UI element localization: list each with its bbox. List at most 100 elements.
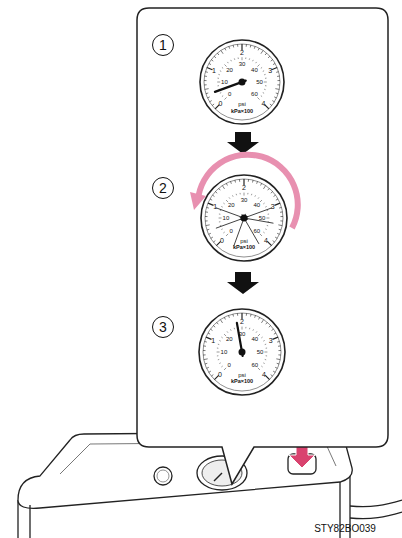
kpa-scale-number: 3 [269, 337, 273, 344]
kpa-scale-number: 4 [264, 237, 268, 244]
gauge-tick [266, 218, 269, 219]
gauge-tick [276, 199, 278, 200]
unit-label: kPa×100 [233, 246, 255, 252]
gauge-tick [221, 50, 223, 53]
gauge-tick [263, 203, 264, 205]
gauge-tick [222, 186, 224, 189]
gauge-tick [255, 62, 257, 63]
gauge-tick [265, 206, 266, 208]
gauge-tick [219, 214, 220, 215]
gauge-tick [244, 193, 245, 196]
gauge-tick [220, 320, 222, 323]
psi-scale-number: 50 [259, 215, 266, 221]
gauge-tick [214, 56, 216, 58]
gauge-tick [274, 97, 276, 98]
gauge-tick [212, 104, 214, 106]
gauge-tick [274, 333, 276, 334]
unit-label: kPa×100 [231, 109, 253, 115]
gauge-tick [223, 203, 224, 205]
gauge-tick [256, 181, 258, 183]
gauge-tick [212, 195, 214, 196]
gauge-tick [237, 313, 238, 315]
gauge-tick [226, 183, 227, 185]
kpa-scale-number: 2 [240, 317, 244, 324]
gauge-tick [203, 350, 205, 351]
gauge-tick [246, 44, 247, 46]
kpa-scale-number: 3 [268, 67, 272, 74]
psi-scale-number: 20 [226, 336, 233, 342]
compressor [18, 432, 402, 538]
gauge-tick [263, 70, 264, 72]
gauge-tick [224, 368, 226, 370]
psi-scale-number: 40 [253, 202, 260, 208]
gauge-tick [236, 194, 237, 195]
gauge-tick [210, 101, 212, 102]
gauge-tick [261, 183, 262, 185]
gauge-face [203, 313, 281, 391]
psi-scale-number: 40 [251, 67, 258, 73]
gauge-tick [206, 207, 208, 209]
psi-scale-number: 60 [251, 362, 258, 368]
gauge-tick [278, 354, 280, 355]
gauge-tick [230, 60, 232, 61]
kpa-scale-number: 0 [219, 100, 223, 107]
gauge-tick [239, 179, 240, 181]
gauge-tick [260, 234, 262, 236]
gauge-tick [261, 366, 262, 368]
gauge-tick [237, 44, 238, 46]
gauge-tick [277, 84, 279, 85]
gauge-tick [217, 53, 219, 55]
needle-swing-arc [190, 155, 298, 228]
gauge-tick [278, 345, 280, 346]
kpa-scale-number: 4 [262, 371, 266, 378]
unit-label: psi [240, 238, 248, 244]
gauge-tick [218, 344, 219, 345]
gauge-tick [234, 58, 235, 59]
gauge-tick [254, 315, 256, 317]
gauge-tick [204, 341, 206, 343]
gauge-tick [228, 315, 230, 317]
gauge-tick [280, 220, 282, 221]
kpa-scale-number: 1 [213, 203, 217, 210]
gauge-tick [245, 58, 246, 59]
gauge-tick [230, 329, 232, 330]
gauge-tick [219, 340, 220, 342]
gauge-tick [279, 207, 281, 209]
gauge-tick [258, 368, 260, 370]
gauge-tick [276, 92, 278, 94]
gauge-tick [268, 188, 270, 190]
gauge-tick [206, 337, 212, 339]
gauge-tick [245, 327, 246, 328]
gauge-rim [201, 175, 287, 261]
gauge-tick [219, 221, 220, 222]
gauge-tick [206, 92, 208, 94]
psi-scale-number: 30 [239, 61, 246, 67]
gauge-tick [205, 71, 207, 73]
gauge-tick [278, 350, 280, 351]
gauge-tick [277, 80, 279, 81]
gauge-rim [199, 309, 285, 395]
gauge-tick [219, 188, 221, 190]
gauge-tick [203, 354, 205, 355]
gauge-tick [205, 363, 207, 365]
gauge-tick [221, 366, 222, 368]
callout-circle: 3 [152, 316, 174, 338]
gauge-tick [263, 340, 264, 342]
gauge-tick [250, 45, 252, 47]
gauge-rim [200, 40, 284, 124]
gauge-tick [274, 203, 280, 205]
gauge-tick [232, 195, 234, 196]
gauge-tick [250, 314, 252, 316]
gauge-tick [224, 334, 226, 336]
gauge-tick [258, 48, 259, 50]
kpa-scale-number: 3 [271, 203, 275, 210]
gauge-tick [240, 193, 241, 194]
gauge-tick [208, 333, 210, 334]
gauge-tick [207, 67, 213, 69]
gauge-tick [204, 358, 208, 360]
gauge-tick [275, 367, 277, 368]
gauge-tick [210, 199, 212, 200]
gauge-tick [249, 58, 250, 59]
psi-scale-number: 20 [226, 67, 233, 73]
